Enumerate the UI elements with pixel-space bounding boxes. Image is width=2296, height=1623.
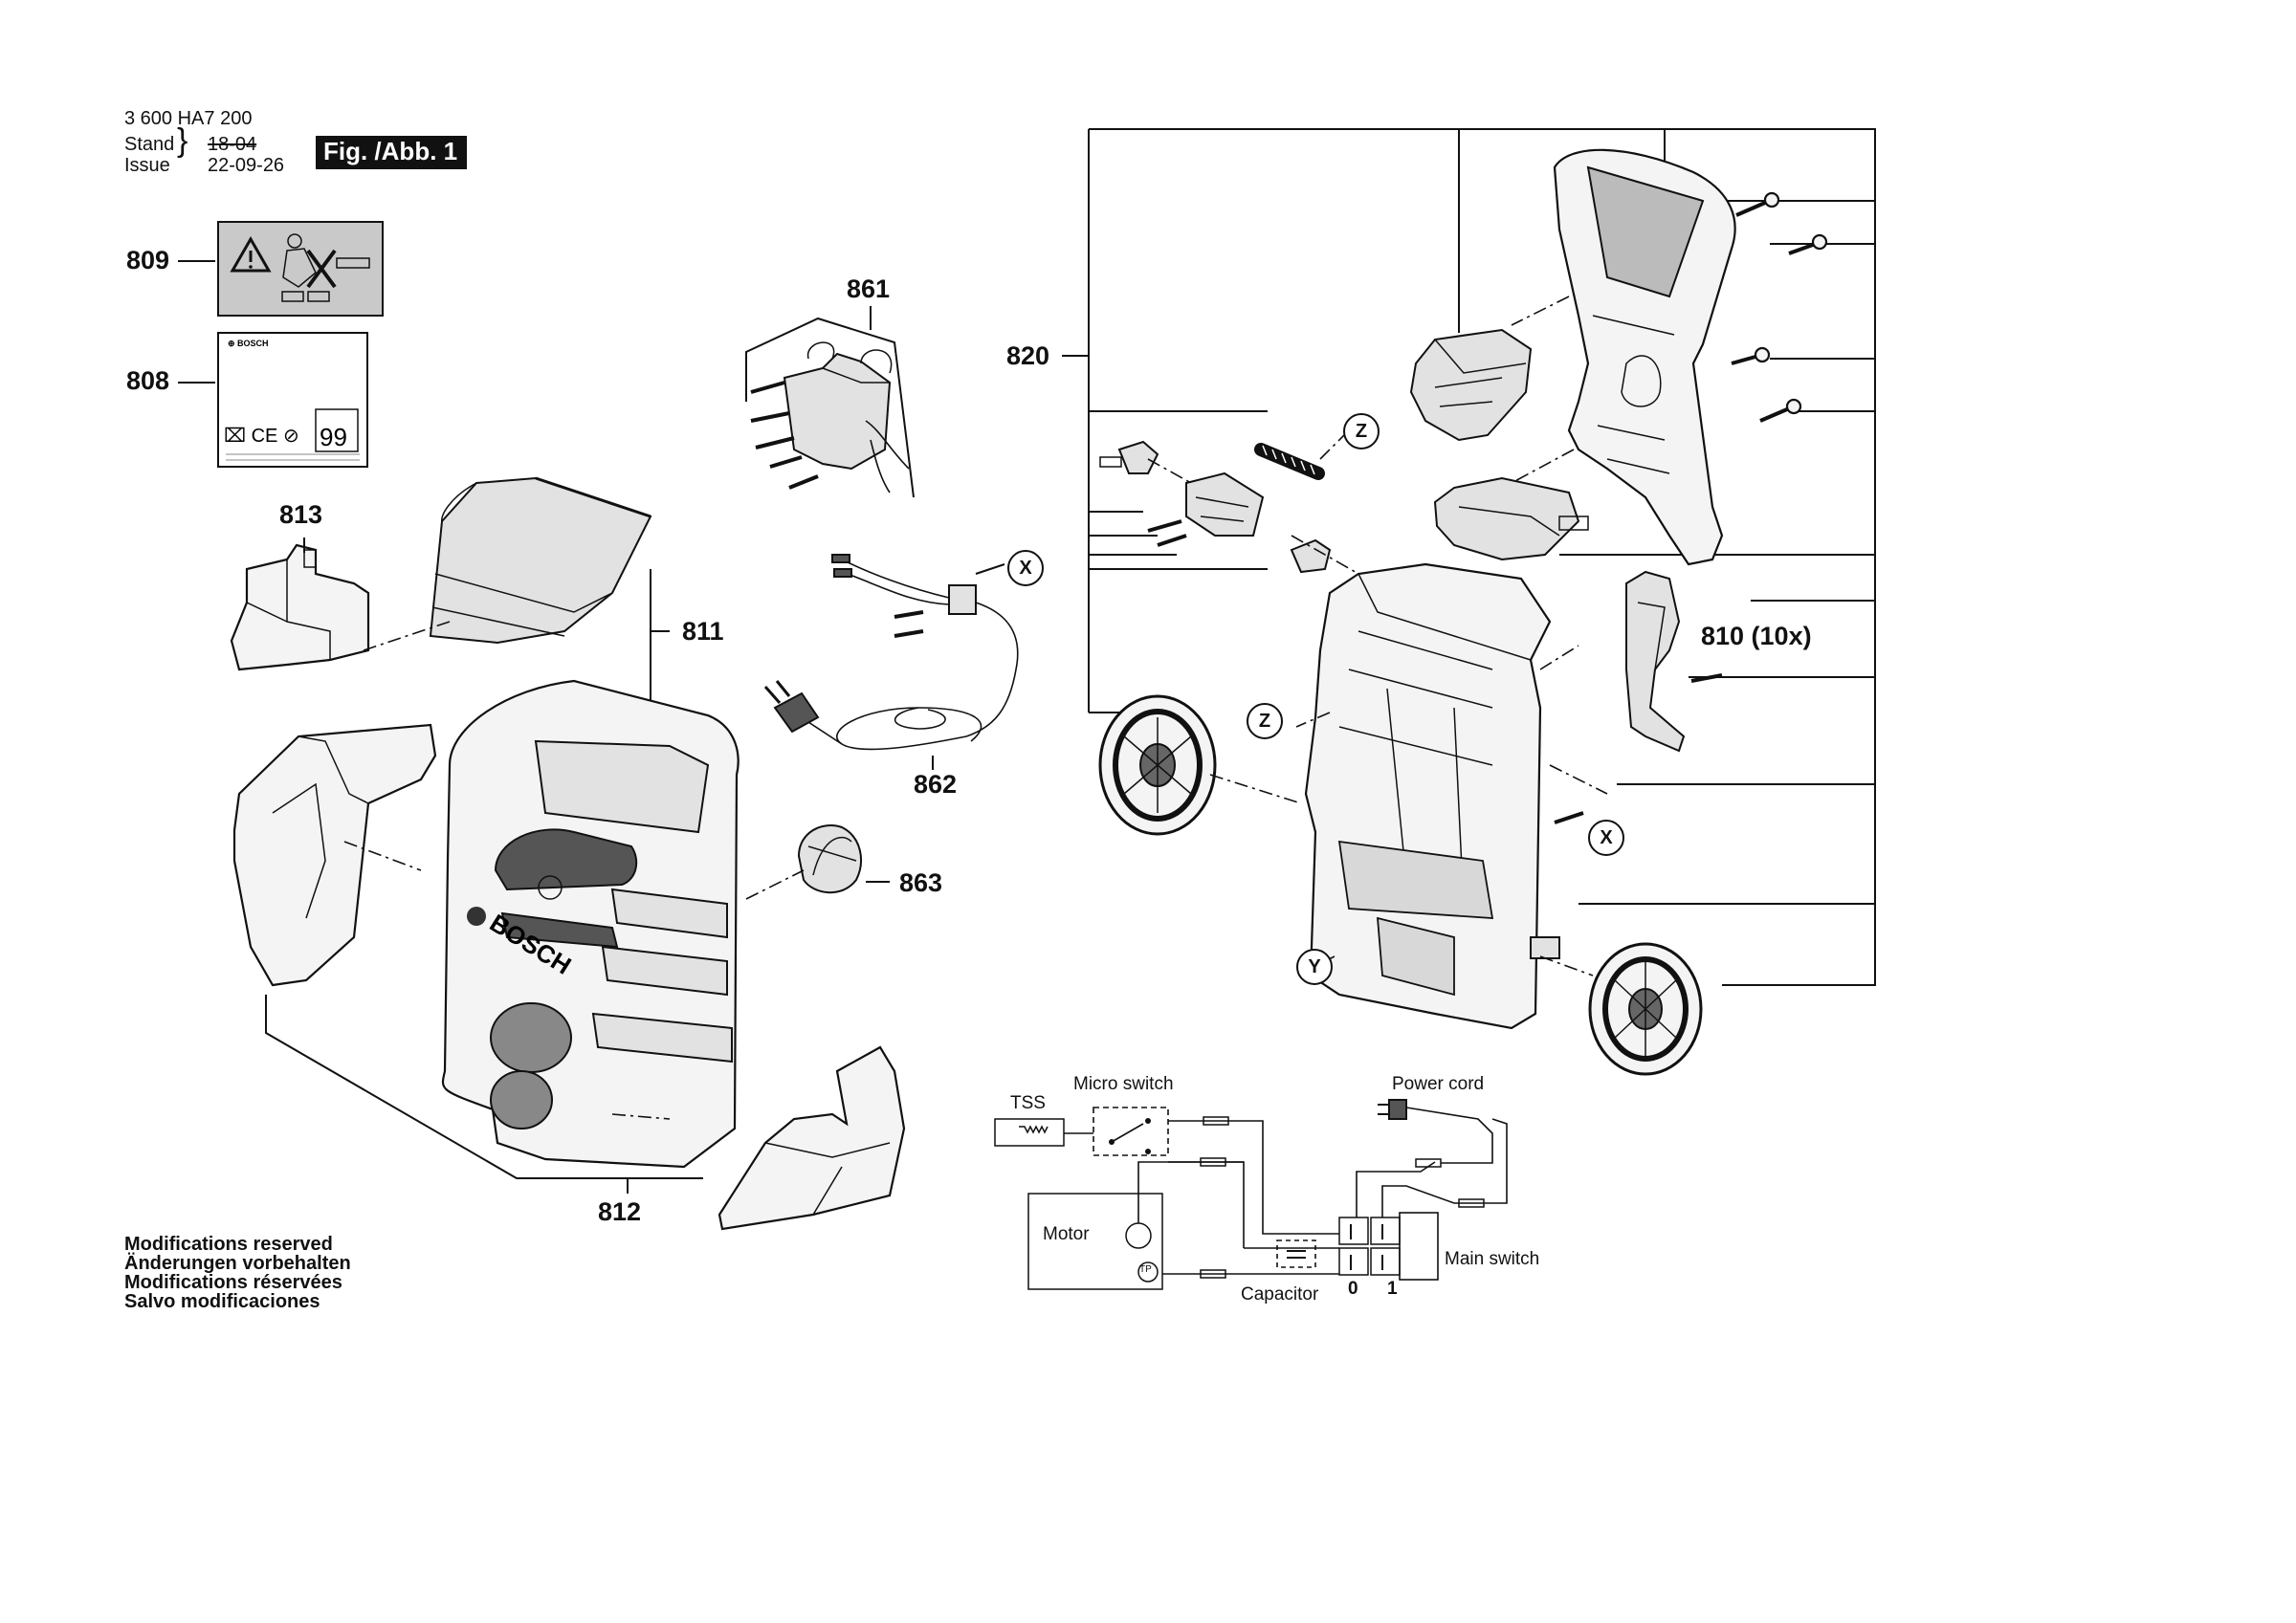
issue-value: 22-09-26 — [208, 155, 285, 176]
handle-screws — [1731, 191, 1828, 423]
wiring-label-pos1: 1 — [1387, 1279, 1398, 1299]
part-number: 3 600 HA7 200 — [124, 108, 253, 129]
callout-861: 861 — [847, 274, 891, 303]
cord-hook-upper — [1409, 328, 1533, 442]
handle — [1553, 148, 1736, 566]
wiring-label-pos0: 0 — [1348, 1279, 1358, 1299]
callout-813: 813 — [279, 500, 323, 529]
wheel-left — [1098, 694, 1217, 836]
stand-label: Stand — [124, 134, 175, 155]
plate-brand: ⊕ BOSCH — [228, 339, 269, 348]
footer-line-de: Änderungen vorbehalten — [124, 1253, 351, 1274]
wiring-label-capacitor: Capacitor — [1241, 1284, 1319, 1305]
callout-810: 810 (10x) — [1701, 622, 1812, 650]
marker-y: Y — [1296, 949, 1333, 985]
warning-label-809 — [217, 221, 384, 317]
callout-862: 862 — [914, 770, 958, 799]
footer-line-es: Salvo modificaciones — [124, 1291, 320, 1312]
lower-cover-812 — [718, 1045, 906, 1231]
svg-text:⌧ CE ⊘: ⌧ CE ⊘ — [224, 426, 299, 447]
knob-863 — [797, 824, 862, 894]
marker-z-lower: Z — [1247, 703, 1283, 739]
footer-line-fr: Modifications réservées — [124, 1272, 342, 1293]
wiring-label-motor: Motor — [1043, 1224, 1090, 1244]
cord-hook-lower — [1433, 476, 1589, 561]
marker-x-upper: X — [1007, 550, 1044, 586]
callout-809: 809 — [126, 246, 170, 274]
top-cover-811 — [429, 476, 652, 645]
issue-label: Issue — [124, 155, 170, 176]
spring — [1254, 443, 1325, 480]
callout-811: 811 — [682, 617, 724, 646]
power-cord-862 — [763, 554, 1019, 751]
marker-x-lower: X — [1588, 820, 1624, 856]
main-housing: BOSCH — [441, 679, 740, 1169]
wiring-label-tss: TSS — [1010, 1093, 1046, 1113]
wiring-label-micro-switch: Micro switch — [1073, 1074, 1174, 1094]
rating-plate-808: ⊕ BOSCH ⌧ CE ⊘ 99 — [217, 332, 368, 468]
footer-line-en: Modifications reserved — [124, 1234, 333, 1255]
marker-z-upper: Z — [1343, 413, 1380, 450]
wiring-label-power-cord: Power cord — [1392, 1074, 1485, 1094]
wheel-right — [1588, 942, 1703, 1076]
figure-badge: Fig. /Abb. 1 — [316, 136, 468, 169]
micro-switch-parts — [1099, 440, 1332, 574]
callout-820: 820 — [1006, 341, 1050, 370]
left-side-panel — [232, 723, 437, 987]
footer-notice: Modifications reserved Änderungen vorbeh… — [124, 1235, 351, 1311]
brace-glyph: } — [177, 122, 188, 159]
plate-rating: 99 — [320, 423, 347, 451]
callout-863: 863 — [899, 868, 943, 897]
hose-holder-813 — [230, 543, 370, 671]
wiring-label-main-switch: Main switch — [1445, 1249, 1540, 1269]
callout-808: 808 — [126, 366, 170, 395]
side-bracket-810 — [1625, 570, 1686, 753]
switch-housing-861 — [750, 341, 910, 493]
callout-812: 812 — [598, 1197, 642, 1226]
wiring-label-tp: TP — [1139, 1264, 1152, 1275]
stand-value: 18-04 — [208, 134, 257, 155]
main-frame — [1304, 562, 1560, 1030]
wiring-schematic — [994, 1099, 1508, 1290]
